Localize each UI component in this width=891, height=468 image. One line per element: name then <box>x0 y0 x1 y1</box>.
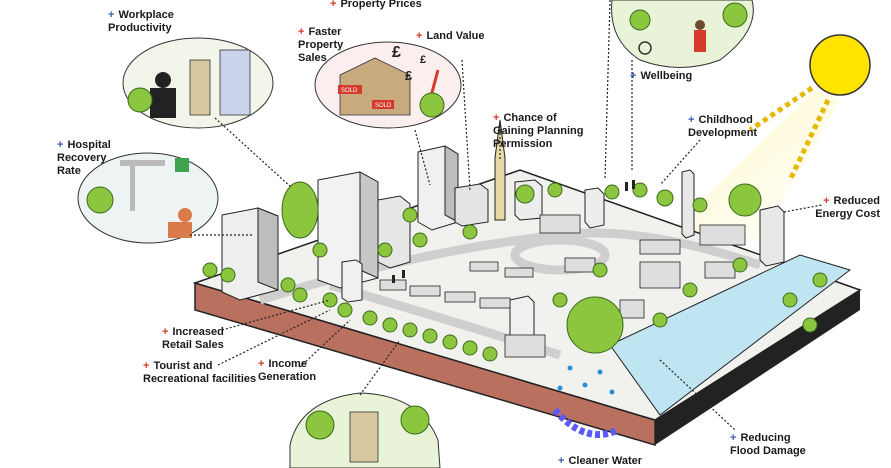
label-property-prices: +Property Prices <box>330 0 422 11</box>
label-text: Tourist and Recreational facilities <box>143 360 257 385</box>
people <box>392 180 635 283</box>
label-workplace-productivity: +Workplace Productivity <box>108 9 174 35</box>
water-drops <box>557 365 615 395</box>
label-text: Land Value <box>426 30 485 42</box>
plus-icon: + <box>688 114 695 126</box>
plus-icon: + <box>823 195 830 207</box>
label-land-value: +Land Value <box>416 30 485 43</box>
plus-icon: + <box>258 358 265 370</box>
plus-icon: + <box>493 112 500 124</box>
plus-icon: + <box>108 9 115 21</box>
label-increased-retail-sales: +Increased Retail Sales <box>162 326 224 352</box>
label-text: Income Generation <box>258 358 317 383</box>
label-childhood-development: +Childhood Development <box>688 114 757 140</box>
label-reduced-energy-cost: +Reduced Energy Cost <box>810 195 880 221</box>
label-hospital-recovery: +Hospital Recovery Rate <box>57 139 111 178</box>
pound-icon-3: £ <box>420 54 426 66</box>
label-text: Increased Retail Sales <box>162 326 224 351</box>
label-text: Childhood Development <box>688 114 758 139</box>
pound-icon: £ <box>392 44 401 61</box>
vignette-property: SOLD SOLD £ £ £ <box>314 41 462 129</box>
label-text: Cleaner Water <box>568 455 642 467</box>
plus-icon: + <box>298 26 305 38</box>
sun-icon <box>809 34 871 96</box>
label-text: Reduced Energy Cost <box>815 195 880 220</box>
label-text: Faster Property Sales <box>298 26 344 64</box>
vignette-workplace <box>122 37 274 129</box>
low-buildings <box>379 214 746 358</box>
vignette-wellbeing <box>611 0 754 68</box>
plus-icon: + <box>143 360 150 372</box>
label-text: Reducing Flood Damage <box>730 432 806 457</box>
plus-icon: + <box>558 455 565 467</box>
label-wellbeing: +Wellbeing <box>630 70 692 83</box>
plus-icon: + <box>416 30 423 42</box>
label-income-generation: +Income Generation <box>258 358 316 384</box>
label-faster-property-sales: +Faster Property Sales <box>298 26 343 65</box>
label-text: Chance of Gaining Planning Permission <box>493 112 584 150</box>
water-cycle-arrow <box>552 407 620 438</box>
label-text: Property Prices <box>340 0 422 10</box>
vignette-income <box>289 392 441 468</box>
plus-icon: + <box>730 432 737 444</box>
leader-lines <box>190 0 823 431</box>
label-planning-permission: +Chance of Gaining Planning Permission <box>493 112 583 151</box>
label-cleaner-water: +Cleaner Water <box>558 455 642 468</box>
sun-rays <box>748 85 831 182</box>
plus-icon: + <box>162 326 169 338</box>
vignette-hospital <box>77 152 219 244</box>
pound-icon-2: £ <box>405 68 413 83</box>
label-text: Wellbeing <box>640 70 693 82</box>
label-text: Hospital Recovery Rate <box>57 139 111 177</box>
plus-icon: + <box>630 70 637 82</box>
plus-icon: + <box>57 139 64 151</box>
plus-icon: + <box>330 0 337 10</box>
label-tourist-recreational: +Tourist and Recreational facilities <box>143 360 256 386</box>
sold-sign: SOLD <box>341 88 358 94</box>
sold-sign-2: SOLD <box>375 103 392 109</box>
label-reducing-flood-damage: +Reducing Flood Damage <box>730 432 806 458</box>
label-text: Workplace Productivity <box>108 9 174 34</box>
